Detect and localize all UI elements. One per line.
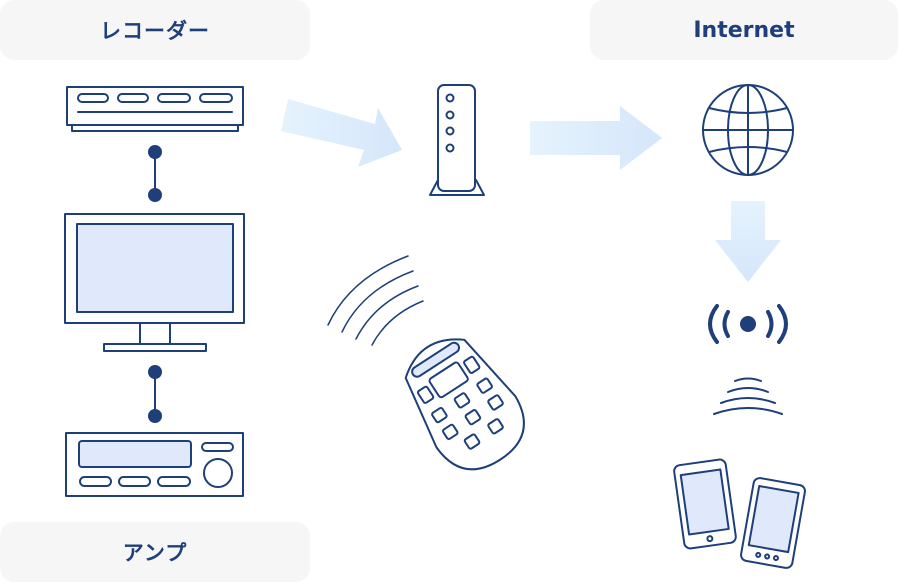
recorder-label: レコーダー	[0, 0, 310, 60]
router-icon	[429, 84, 485, 196]
recorder-icon	[66, 86, 244, 132]
signal-waves	[713, 377, 783, 415]
arrow-internet-to-wireless	[715, 201, 781, 282]
connector-dots	[148, 145, 756, 423]
remote-signal-waves	[327, 255, 424, 346]
remote-control-icon	[404, 338, 525, 471]
connector-dot	[148, 365, 162, 379]
connector-dot	[148, 188, 162, 202]
smartphone-icon	[740, 477, 806, 569]
arrow-router-to-internet	[530, 106, 662, 170]
recorder-label-text: レコーダー	[100, 19, 210, 43]
smartphone-icon	[673, 458, 737, 550]
internet-label-text: Internet	[693, 17, 795, 43]
internet-label: Internet	[590, 0, 898, 60]
connector-dot	[148, 145, 162, 159]
amp-label: アンプ	[0, 522, 310, 582]
connector-dot	[148, 409, 162, 423]
globe-icon	[702, 84, 794, 176]
tv-icon	[64, 213, 245, 352]
amplifier-icon	[65, 432, 244, 497]
arrow-recorder-to-router	[281, 99, 402, 167]
wireless-signal-icon	[708, 304, 788, 344]
signal-center-dot	[740, 316, 756, 332]
amp-label-text: アンプ	[122, 541, 188, 565]
